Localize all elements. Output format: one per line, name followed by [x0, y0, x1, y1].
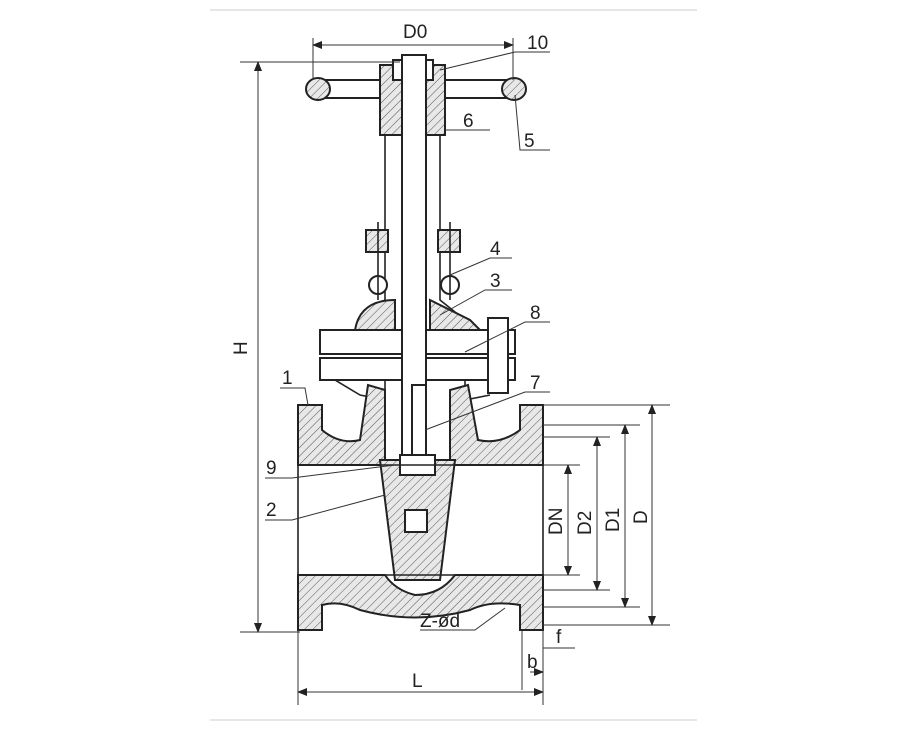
part-label-9: 9 — [266, 458, 277, 479]
part-label-4: 4 — [490, 239, 501, 260]
dim-label-dn: DN — [546, 508, 567, 535]
dim-label-b: b — [527, 652, 538, 673]
part-label-8: 8 — [530, 303, 541, 324]
dim-label-bolt-holes: Z-ød — [420, 611, 460, 632]
dimension-lines — [240, 38, 670, 705]
part-label-2: 2 — [266, 500, 277, 521]
part-label-3: 3 — [490, 271, 501, 292]
part-label-1: 1 — [282, 368, 293, 389]
dim-label-l: L — [412, 671, 423, 692]
dim-label-h: H — [231, 341, 252, 355]
part-label-6: 6 — [463, 111, 474, 132]
dim-label-f: f — [556, 627, 562, 648]
part-label-10: 10 — [527, 33, 548, 54]
part-label-5: 5 — [524, 131, 535, 152]
dim-label-d: D — [631, 510, 652, 524]
dim-label-d2: D2 — [575, 511, 596, 535]
valve-body — [297, 383, 544, 631]
dim-label-d1: D1 — [603, 508, 624, 532]
part-label-7: 7 — [530, 373, 541, 394]
dim-label-d0: D0 — [403, 22, 427, 43]
leader-lines — [265, 51, 550, 631]
